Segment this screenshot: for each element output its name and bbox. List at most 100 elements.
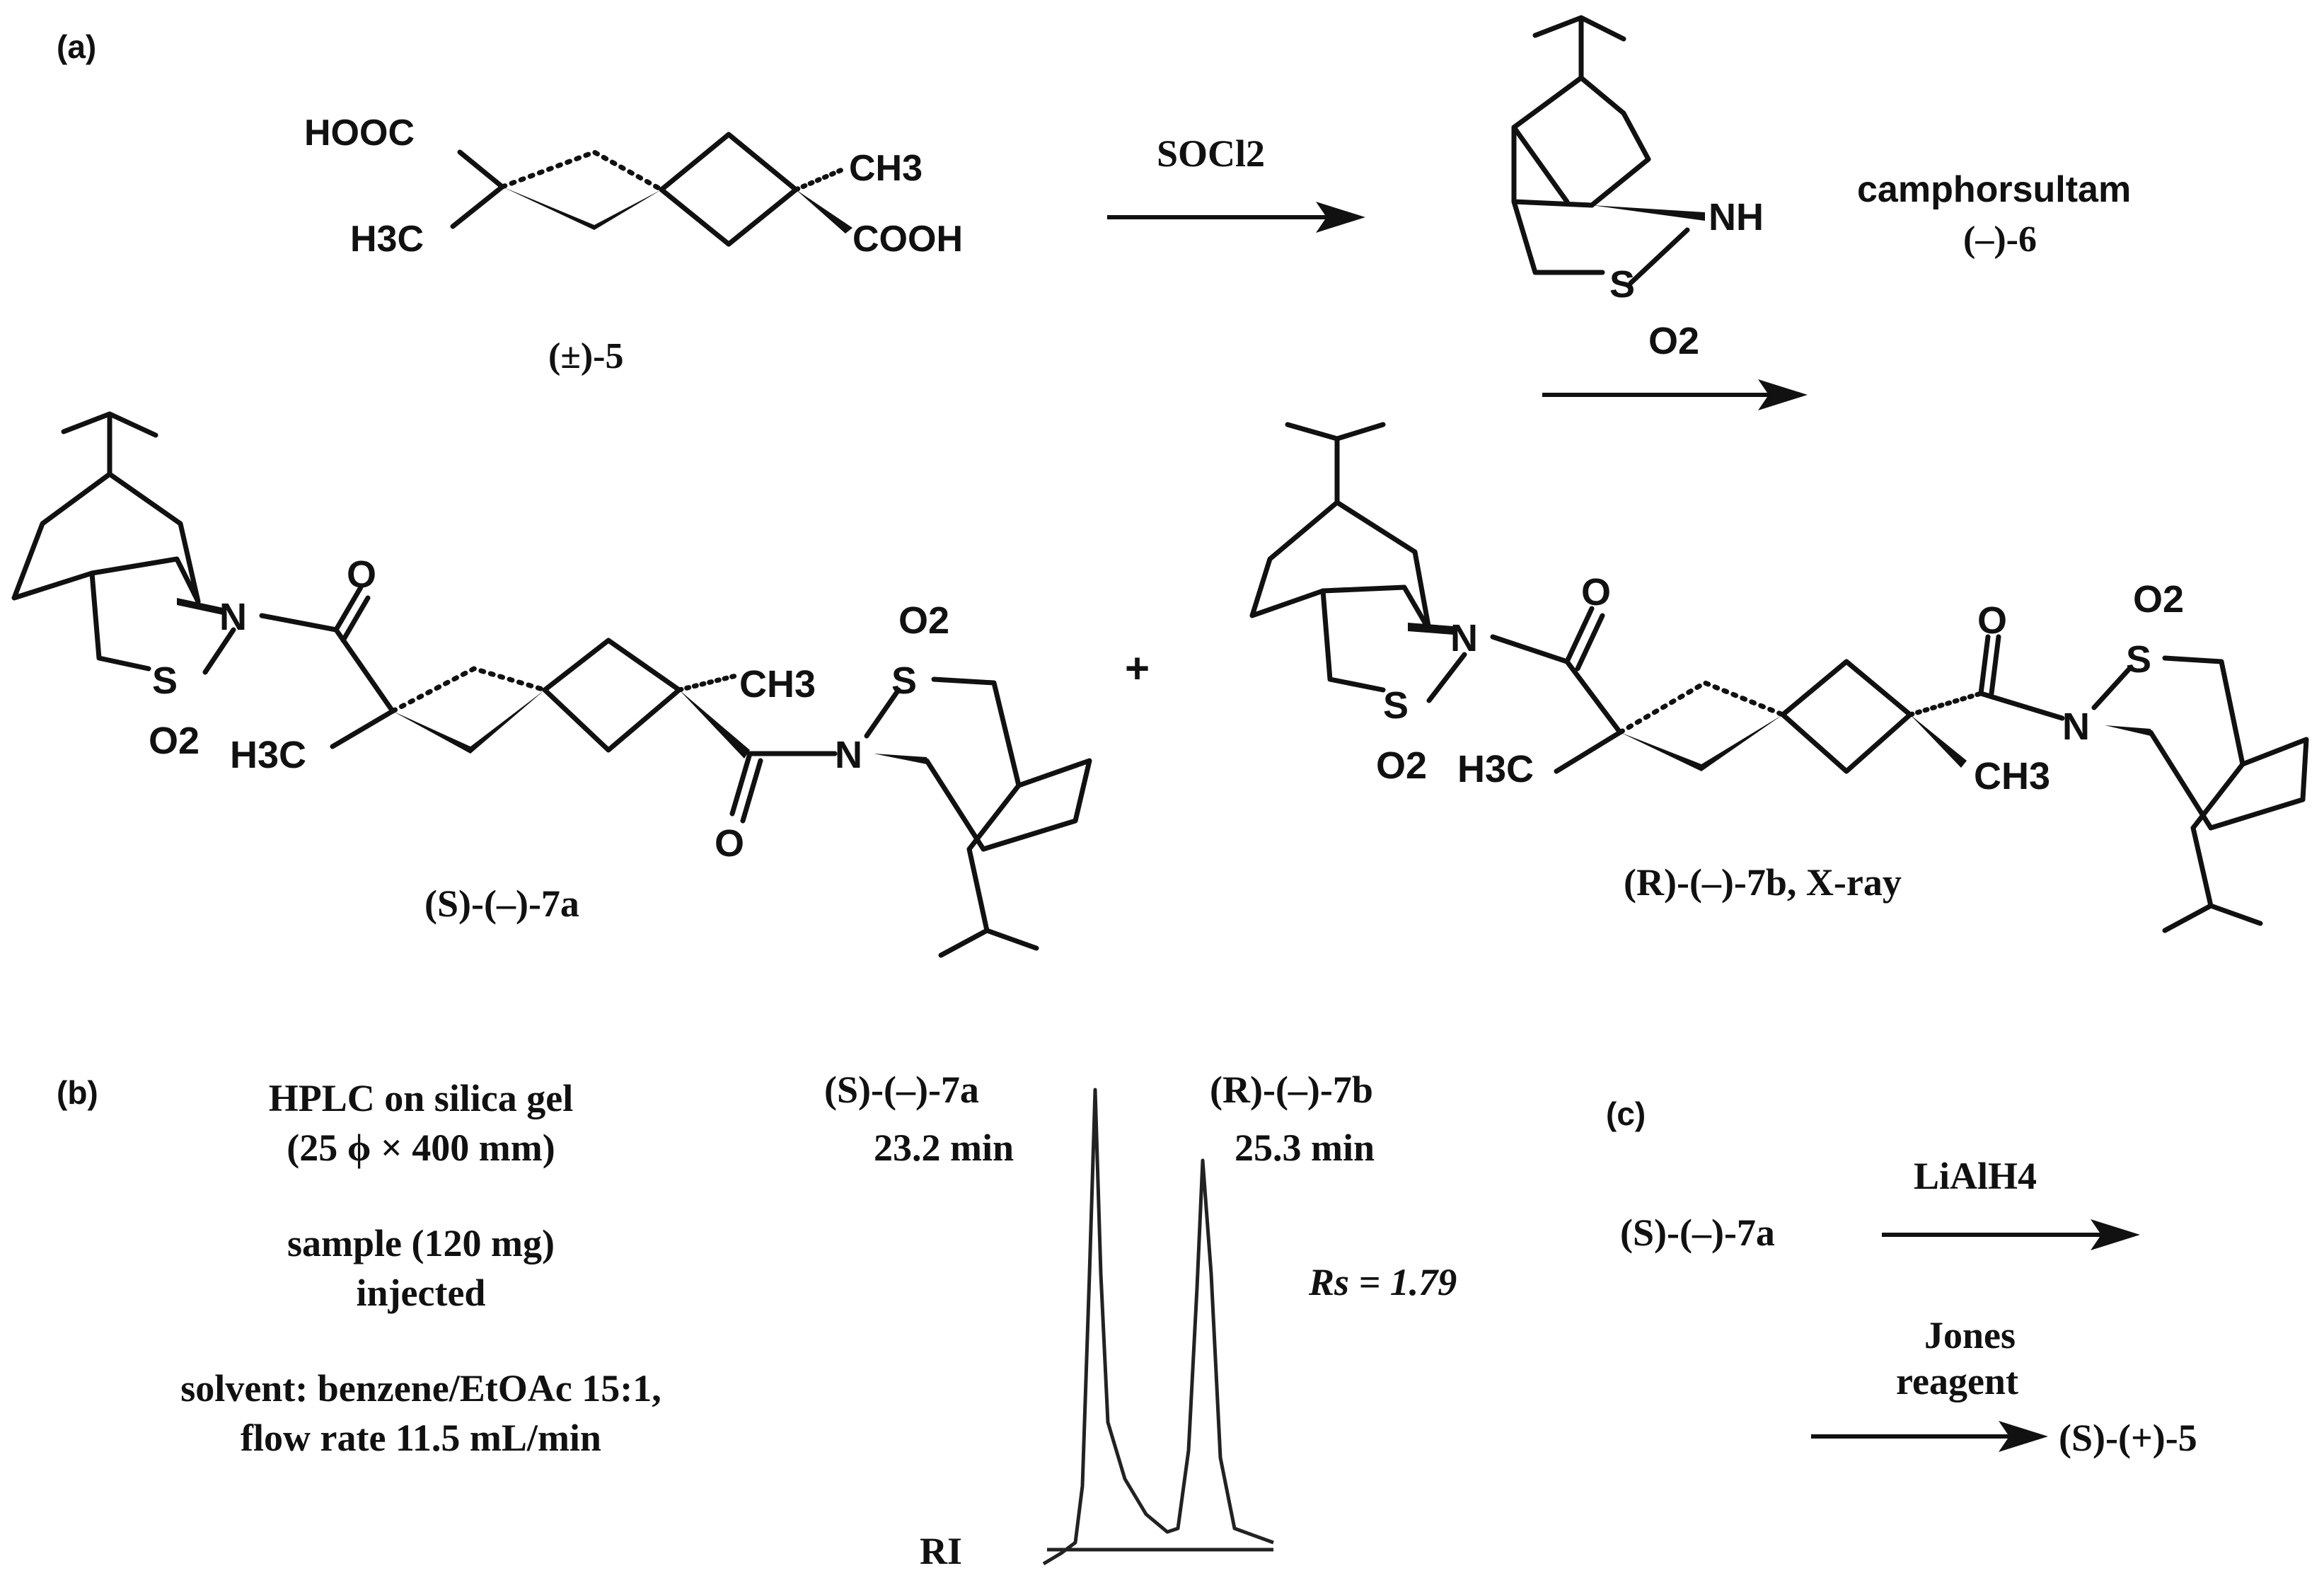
- hplc-line-5: solvent: benzene/EtOAc 15:1,: [180, 1367, 661, 1410]
- diacid-cooh-wedge-right: [796, 190, 852, 234]
- 7a-o-bottom-text: O: [715, 822, 744, 865]
- 7b-right-gem-dimethyl: [2162, 761, 2263, 933]
- sultam-ring-bonds: [1511, 199, 1605, 275]
- jones-text-line2: reagent: [1896, 1360, 2018, 1402]
- 7a-right-gem-dimethyl: [938, 783, 1039, 958]
- panel-label-a: (a): [57, 28, 96, 65]
- plus-sign: +: [1125, 645, 1150, 692]
- camphorsultam-name-text: camphorsultam: [1857, 169, 2131, 210]
- sultam-s-n-bond: [1628, 227, 1690, 286]
- 7b-hashed-bonds: [1617, 680, 1786, 735]
- 7b-o-left-text: O: [1581, 571, 1611, 613]
- 7b-right-n-wedge: [2105, 725, 2151, 736]
- 7a-right-n-wedge: [874, 754, 927, 764]
- socl2-arrow-head: [1316, 202, 1365, 233]
- 7a-ch3-hashed: [676, 673, 739, 693]
- hplc-line-6: flow rate 11.5 mL/min: [241, 1417, 601, 1459]
- coupling-reaction-arrow: [1542, 379, 1808, 410]
- hplc-line-4: injected: [357, 1272, 486, 1314]
- chromatogram-trace: [1042, 1088, 1274, 1566]
- 7a-s-right-text: S: [891, 659, 917, 702]
- 7b-left-amide-bond: [1564, 659, 1623, 735]
- sultam-nh-text: NH: [1709, 196, 1764, 238]
- jones-text-line1: Jones: [1924, 1314, 2016, 1356]
- panel-c-product-text: (S)-(+)-5: [2059, 1417, 2197, 1459]
- jones-arrow-head: [1999, 1421, 2048, 1452]
- product-7b-structure: N O S O2 H3C CH3 O N S O2 (R)-(–)-7b, X-…: [1249, 422, 2309, 933]
- panel-c-scheme: LiAlH4 (S)-(–)-7a Jones reagent (S)-(+)-…: [1620, 1155, 2197, 1459]
- 7b-h3c-bond: [1554, 730, 1623, 774]
- 7b-left-gem-dimethyl: [1285, 422, 1386, 505]
- 7a-spiro-wedge: [393, 690, 545, 754]
- 7b-left-bicycle: [1249, 500, 1432, 633]
- 7b-cyclobutane: [1780, 659, 1913, 774]
- 7a-carbonyl-wedge: [679, 690, 750, 759]
- 7b-ch3-text: CH3: [1974, 755, 2050, 797]
- 7a-left-amide-bond: [333, 627, 395, 714]
- panel-label-b: (b): [57, 1074, 98, 1111]
- 7a-hashed-bonds: [390, 666, 548, 714]
- peak1-time: 23.2 min: [874, 1127, 1014, 1169]
- camphorsultam-structure: NH S O2: [1511, 15, 1764, 362]
- 7b-left-n-wedge: [1408, 623, 1454, 635]
- 7a-right-n-s-bond: [864, 687, 901, 739]
- sultam-n-wedge: [1592, 205, 1705, 221]
- diacid-ch3-text: CH3: [849, 148, 923, 189]
- diacid-cyclobutane-right: [659, 132, 799, 247]
- 7a-left-bicycle: [11, 471, 201, 604]
- peak1-name: (S)-(–)-7a: [824, 1068, 979, 1111]
- diacid-structure: HOOC H3C CH3 COOH (±)-5: [304, 113, 963, 376]
- hplc-line-1: HPLC on silica gel: [269, 1077, 574, 1119]
- diacid-h3c-text: H3C: [350, 219, 424, 260]
- detector-label: RI: [920, 1530, 962, 1572]
- chromatogram: (S)-(–)-7a 23.2 min (R)-(–)-7b 25.3 min …: [824, 1068, 1457, 1572]
- 7b-spiro-wedge: [1620, 715, 1783, 771]
- 7b-right-bicycle: [2148, 655, 2309, 831]
- 7b-compound-label: (R)-(–)-7b, X-ray: [1624, 861, 1902, 904]
- hplc-line-2: (25 ϕ × 400 mm): [287, 1127, 555, 1169]
- 7b-h3c-text: H3C: [1457, 748, 1534, 790]
- 7a-o2-right-text: O2: [898, 599, 949, 642]
- 7a-compound-label: (S)-(–)-7a: [424, 882, 579, 925]
- lialh4-reagent-text: LiAlH4: [1914, 1155, 2037, 1197]
- sultam-o2-text: O2: [1648, 320, 1699, 362]
- 7a-n-right-text: N: [835, 734, 862, 776]
- diacid-ch3-bond-left: [450, 184, 505, 229]
- diacid-cooh-bond-left: [457, 149, 505, 190]
- 7a-h3c-text: H3C: [230, 734, 306, 776]
- diacid-cooh-text: COOH: [852, 219, 963, 260]
- hplc-line-3: sample (120 mg): [287, 1222, 555, 1264]
- panel-label-c: (c): [1606, 1095, 1646, 1132]
- 7b-left-carbonyl: [1490, 606, 1605, 672]
- hplc-conditions: HPLC on silica gel (25 ϕ × 400 mm) sampl…: [180, 1077, 661, 1459]
- 7a-o-top-text: O: [347, 553, 376, 596]
- 7b-carbonyl-hashed: [1907, 691, 1984, 718]
- panel-c-start-text: (S)-(–)-7a: [1620, 1211, 1775, 1254]
- sultam-s-text: S: [1609, 263, 1635, 306]
- diacid-wedge-left: [502, 187, 661, 230]
- socl2-reaction-arrow: SOCl2: [1107, 132, 1365, 233]
- 7b-s-left-text: S: [1383, 684, 1409, 727]
- 7a-right-carbonyl: [729, 751, 838, 824]
- diacid-ch3-bond-right: [793, 167, 845, 192]
- 7a-n-left-text: N: [219, 596, 247, 638]
- 7a-left-ring: [89, 570, 151, 672]
- product-7a-structure: N O S O2 H3C CH3 O N S O2 (S)-(–)-7a: [11, 411, 1092, 958]
- sultam-bicycle: [1511, 75, 1651, 208]
- 7a-o2-left-text: O2: [149, 720, 200, 762]
- 7b-n-right-text: N: [2062, 705, 2090, 748]
- lialh4-arrow-head: [2091, 1219, 2140, 1250]
- 7a-s-left-text: S: [152, 659, 178, 702]
- 7a-left-n-s-bond: [202, 627, 236, 675]
- 7a-h3c-bond: [330, 708, 395, 749]
- 7b-left-ring: [1320, 588, 1386, 693]
- peak2-time: 25.3 min: [1235, 1127, 1375, 1169]
- diacid-hashed-bonds: [499, 149, 664, 192]
- 7a-cyclobutane: [542, 638, 682, 753]
- 7b-ch3-wedge: [1910, 715, 1967, 768]
- 7b-o2-left-text: O2: [1376, 744, 1427, 787]
- 7b-o-right-text: O: [1977, 599, 2007, 642]
- 7a-ch3-text: CH3: [739, 663, 816, 705]
- 7b-s-right-text: S: [2126, 638, 2151, 681]
